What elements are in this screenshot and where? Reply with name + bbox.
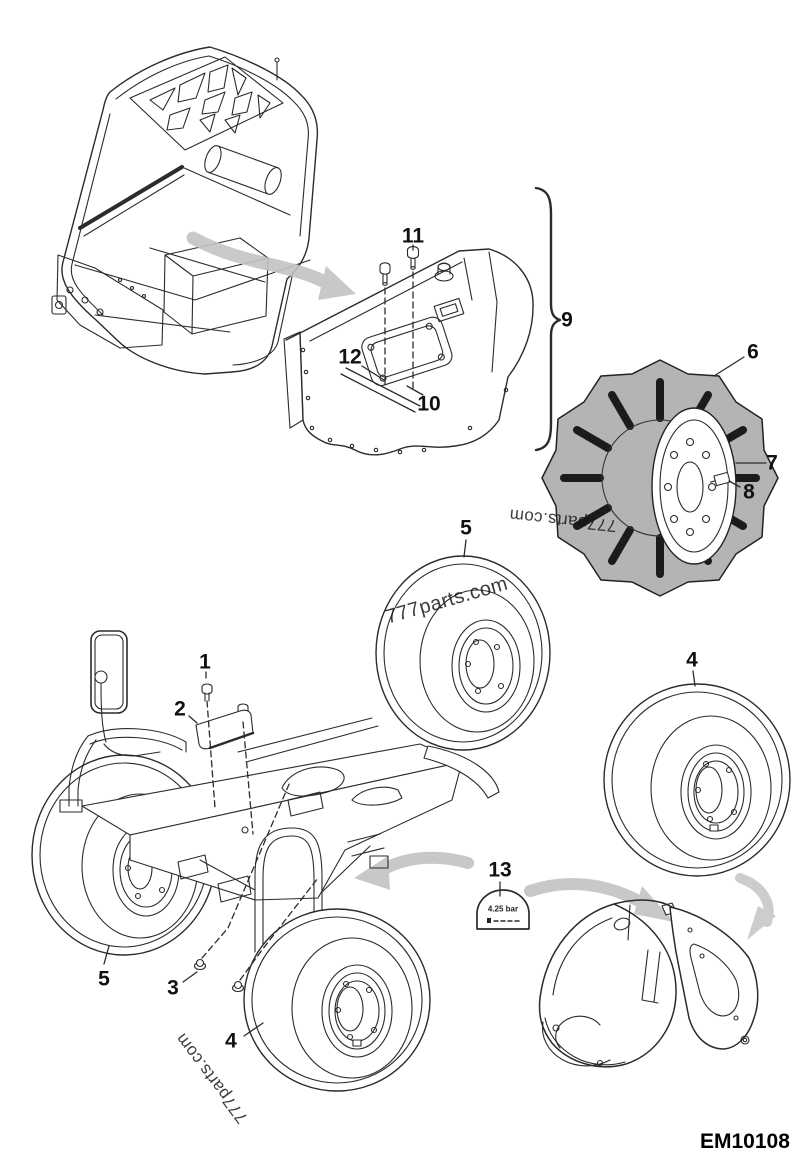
- cab-frame-drawing: [51, 46, 319, 375]
- leader-lines-10-11-12: [361, 244, 424, 396]
- decal-pressure-label: 4.25 bar: [487, 904, 519, 914]
- plate-2: [195, 709, 255, 750]
- callout-1: 1: [199, 650, 211, 674]
- flow-arrow-decal-to-fender: [524, 878, 674, 922]
- flow-arrow-cab-to-fender: [186, 231, 356, 300]
- callout-6: 6: [747, 340, 759, 364]
- leader-line-4-right: [692, 670, 696, 687]
- diagram-code: EM10108: [700, 1130, 790, 1153]
- screw-1a: [201, 683, 213, 702]
- callout-5-bottom: 5: [98, 967, 110, 991]
- brace-9: [534, 186, 562, 452]
- leader-line-5-top: [463, 539, 467, 558]
- mounting-rail-12: [340, 367, 421, 413]
- leader-lines-3-5-4: [103, 945, 264, 1037]
- screw-alignment-dashes: [384, 271, 414, 391]
- bolt-3a: [193, 958, 207, 971]
- mirror: [90, 630, 161, 757]
- callout-3: 3: [167, 976, 179, 1000]
- bolt-3b: [231, 980, 245, 993]
- wheel-4-bottom: [243, 908, 431, 1092]
- callout-4-right: 4: [686, 648, 698, 672]
- callout-8: 8: [743, 480, 755, 504]
- tire-4-spare: [603, 670, 791, 877]
- fender-assembly-9: [283, 248, 534, 456]
- rim-7: [651, 407, 737, 565]
- callout-13: 13: [488, 858, 512, 882]
- callout-11: 11: [401, 224, 425, 248]
- callout-4-bottom: 4: [225, 1029, 237, 1053]
- plate-2-alignment-dashes: [205, 671, 254, 835]
- flow-arrow-decal-to-chassis: [354, 851, 474, 890]
- leader-line-2: [188, 715, 198, 724]
- rear-chassis-drawing: [31, 630, 500, 1092]
- screw-12: [379, 262, 391, 286]
- callout-12: 12: [338, 345, 362, 369]
- pressure-decal-13: [476, 881, 530, 930]
- filler-cap: [434, 262, 454, 282]
- bolt-3-alignment-dashes: [201, 781, 319, 981]
- leader-lines-6-7-8: [713, 356, 767, 488]
- tire-5-spare: [375, 539, 551, 751]
- valve-8: [709, 471, 731, 487]
- cover-plate: [361, 316, 453, 387]
- callout-9: 9: [561, 308, 573, 332]
- callout-2: 2: [174, 697, 186, 721]
- callout-10: 10: [417, 392, 441, 416]
- tire-6-treaded: [541, 356, 779, 597]
- flow-arrow-fender-rotate: [735, 873, 776, 940]
- callout-5-top: 5: [460, 516, 472, 540]
- callout-7: 7: [766, 451, 778, 475]
- fender-13-drawing: [538, 899, 759, 1068]
